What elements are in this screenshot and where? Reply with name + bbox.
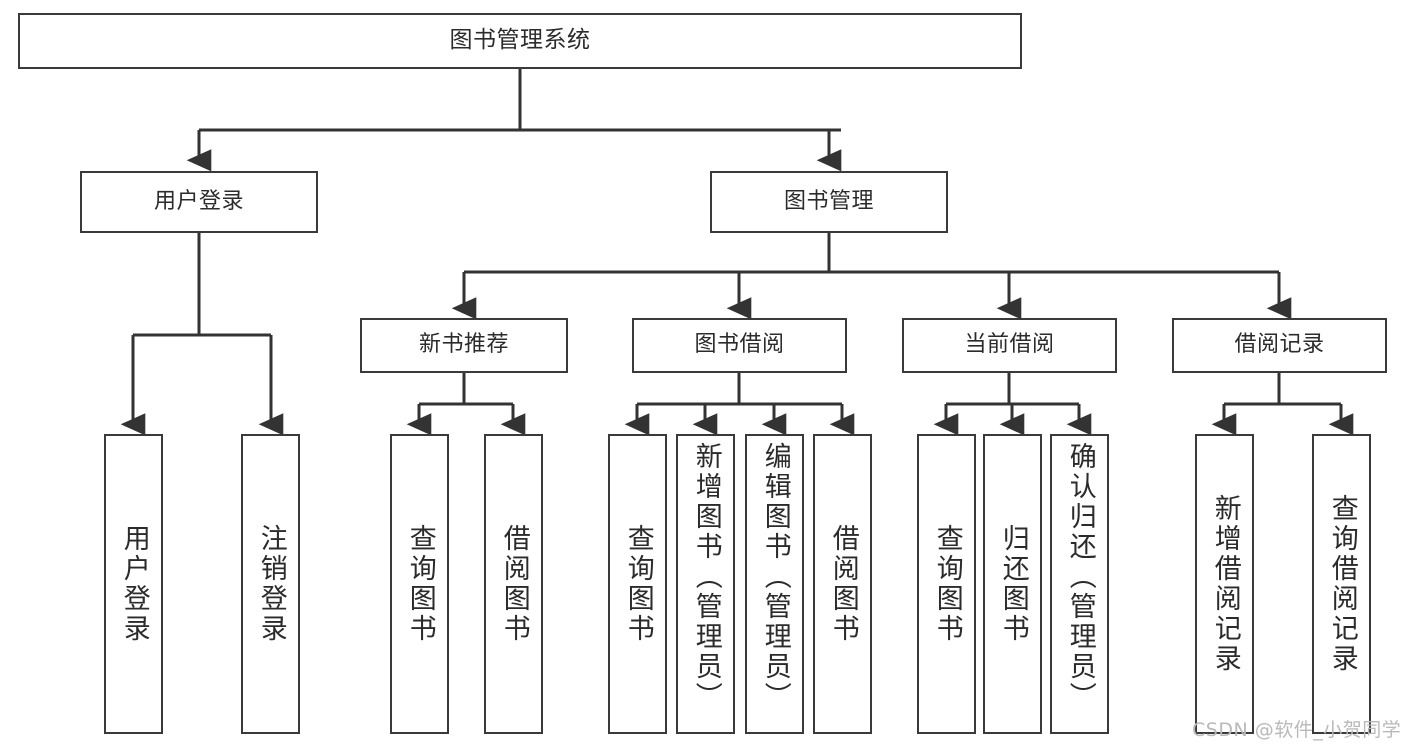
node-new-book-recommend[interactable]: 新书推荐 <box>360 318 568 373</box>
leaf-borrow-book-1[interactable]: 借阅图书 <box>484 434 543 734</box>
leaf-confirm-return[interactable]: 确认归还（管理员） <box>1050 434 1109 734</box>
node-borrow-record-label: 借阅记录 <box>1234 332 1325 358</box>
leaf-query-record-label: 查询借阅记录 <box>1326 494 1358 674</box>
leaf-query-book-2-label: 查询图书 <box>622 524 654 644</box>
node-new-book-recommend-label: 新书推荐 <box>418 332 509 358</box>
leaf-query-book-3[interactable]: 查询图书 <box>917 434 976 734</box>
leaf-edit-book[interactable]: 编辑图书（管理员） <box>745 434 804 734</box>
leaf-user-login[interactable]: 用户登录 <box>104 434 163 734</box>
leaf-query-book-2[interactable]: 查询图书 <box>608 434 667 734</box>
leaf-add-book-label: 新增图书（管理员） <box>690 442 722 712</box>
node-user-login[interactable]: 用户登录 <box>80 171 318 233</box>
node-root[interactable]: 图书管理系统 <box>18 13 1022 69</box>
leaf-query-record[interactable]: 查询借阅记录 <box>1312 434 1371 734</box>
node-borrow-record[interactable]: 借阅记录 <box>1172 318 1387 373</box>
leaf-return-book[interactable]: 归还图书 <box>983 434 1042 734</box>
node-root-label: 图书管理系统 <box>449 27 591 54</box>
leaf-query-book-3-label: 查询图书 <box>931 524 963 644</box>
watermark: CSDN @软件_小贺同学 <box>1192 719 1402 741</box>
node-book-borrow[interactable]: 图书借阅 <box>632 318 847 373</box>
leaf-query-book-1-label: 查询图书 <box>404 524 436 644</box>
leaf-borrow-book-2-label: 借阅图书 <box>827 524 859 644</box>
node-current-borrow[interactable]: 当前借阅 <box>902 318 1117 373</box>
node-book-management-label: 图书管理 <box>783 188 874 214</box>
leaf-add-record-label: 新增借阅记录 <box>1209 494 1241 674</box>
leaf-borrow-book-1-label: 借阅图书 <box>498 524 530 644</box>
node-current-borrow-label: 当前借阅 <box>964 332 1055 358</box>
leaf-borrow-book-2[interactable]: 借阅图书 <box>813 434 872 734</box>
leaf-edit-book-label: 编辑图书（管理员） <box>759 442 791 712</box>
leaf-add-book[interactable]: 新增图书（管理员） <box>676 434 735 734</box>
leaf-query-book-1[interactable]: 查询图书 <box>390 434 449 734</box>
node-book-borrow-label: 图书借阅 <box>694 332 785 358</box>
node-book-management[interactable]: 图书管理 <box>710 171 948 233</box>
leaf-user-login-label: 用户登录 <box>118 524 150 644</box>
leaf-add-record[interactable]: 新增借阅记录 <box>1195 434 1254 734</box>
leaf-logout-login-label: 注销登录 <box>255 524 287 644</box>
leaf-return-book-label: 归还图书 <box>997 524 1029 644</box>
leaf-logout-login[interactable]: 注销登录 <box>241 434 300 734</box>
node-user-login-label: 用户登录 <box>153 188 244 214</box>
leaf-confirm-return-label: 确认归还（管理员） <box>1064 442 1096 712</box>
